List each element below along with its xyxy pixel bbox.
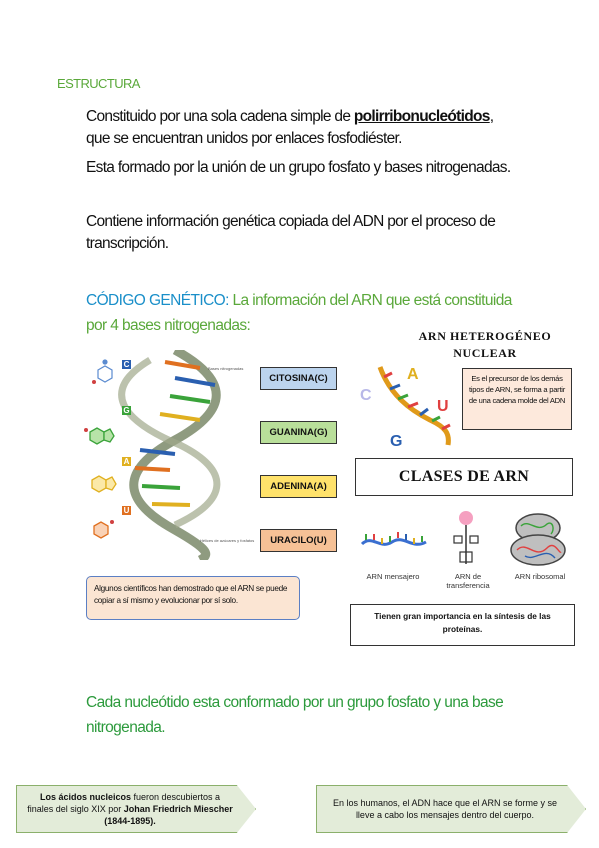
- hnrna-letter-a: A: [407, 366, 419, 383]
- genetic-code-text: La información del ARN que está constitu…: [86, 292, 512, 334]
- helix-label-bases: Bases nitrogenadas: [208, 366, 243, 371]
- hnrna-letter-u: U: [437, 398, 449, 415]
- adenine-molecule-icon: [91, 475, 117, 493]
- base-box-cytosine: CITOSINA(C): [260, 367, 337, 390]
- footer-callout-discovery-text: Los ácidos nucleicos fueron descubiertos…: [27, 791, 233, 827]
- nucleotide-letter-a: A: [122, 457, 131, 466]
- hnrna-letter-c: C: [360, 387, 372, 404]
- nucleotide-statement: Cada nucleótido esta conformado por un g…: [86, 694, 504, 736]
- hnrna-title: ARN HETEROGÉNEO NUCLEAR: [380, 328, 590, 362]
- hnrna-title-line1: ARN HETEROGÉNEO: [418, 329, 552, 343]
- hnrna-strand-illustration: [377, 366, 451, 446]
- hnrna-note: Es el precursor de los demás tipos de AR…: [462, 368, 572, 430]
- guanine-molecule-icon: [84, 427, 115, 445]
- mrna-icon: [360, 532, 427, 546]
- hnrna-title-line2: NUCLEAR: [453, 346, 517, 360]
- genetic-code-label: CÓDIGO GENÉTICO:: [86, 292, 229, 309]
- nucleotide-letter-c: C: [122, 360, 131, 369]
- paragraph-text: , que se encuentran unidos por enlaces f…: [86, 108, 494, 147]
- uracil-molecule-icon: [93, 520, 114, 539]
- hnrna-letter-g: G: [390, 433, 403, 450]
- cytosine-molecule-icon: [92, 359, 113, 384]
- rna-helix-illustration: Bases nitrogenadas Hélices de azúcares y…: [84, 350, 254, 560]
- footer-text: fueron descubiertos a finales del siglo …: [27, 792, 221, 814]
- footer-bold-nucleic-acids: Los ácidos nucleicos: [39, 792, 131, 802]
- base-box-adenine: ADENINA(A): [260, 475, 337, 498]
- rna-classes-title: CLASES DE ARN: [355, 458, 573, 496]
- paragraph-genetic-info: Contiene información genética copiada de…: [86, 213, 496, 252]
- base-box-guanine: GUANINA(G): [260, 421, 337, 444]
- helix-label-backbone: Hélices de azúcares y fosfatos: [200, 538, 254, 543]
- nucleotide-letter-g: G: [122, 406, 131, 415]
- base-box-uracil: URACILO(U): [260, 529, 337, 552]
- section-heading-structure: ESTRUCTURA: [57, 76, 140, 91]
- paragraph-text: Constituido por una sola cadena simple d…: [86, 108, 354, 125]
- paragraph-single-chain: Constituido por una sola cadena simple d…: [86, 106, 516, 150]
- rrna-icon: [510, 513, 566, 566]
- nucleotide-letter-u: U: [122, 506, 131, 515]
- note-self-replication: Algunos científicos han demostrado que e…: [86, 576, 300, 620]
- term-polyribonucleotides: polirribonucleótidos: [353, 108, 491, 125]
- footer-callout-discovery: Los ácidos nucleicos fueron descubiertos…: [16, 785, 256, 833]
- label-rrna: ARN ribosomal: [514, 572, 566, 581]
- label-mrna: ARN mensajero: [366, 572, 420, 581]
- footer-bold-miescher: Johan Friedrich Miescher (1844-1895).: [104, 804, 233, 826]
- footer-callout-dna-rna: En los humanos, el ADN hace que el ARN s…: [316, 785, 586, 833]
- label-trna: ARN de transferencia: [446, 572, 490, 590]
- importance-box: Tienen gran importancia en la síntesis d…: [350, 604, 575, 646]
- trna-icon: [453, 511, 479, 564]
- paragraph-composition: Esta formado por la unión de un grupo fo…: [86, 159, 511, 176]
- genetic-code-statement: CÓDIGO GENÉTICO: La información del ARN …: [86, 288, 526, 338]
